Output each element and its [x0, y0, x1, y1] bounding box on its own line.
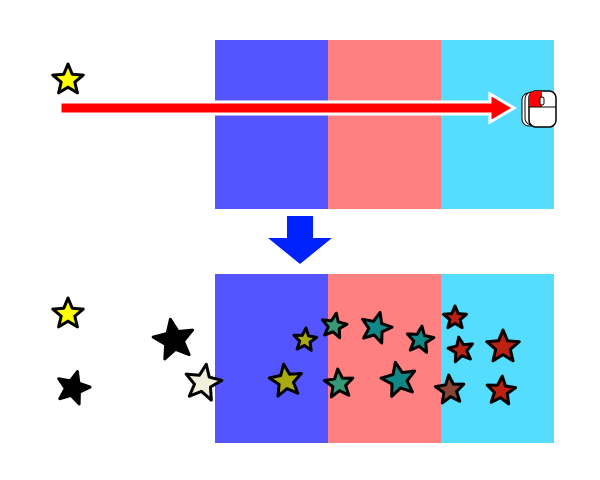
zone-red-bottom: [328, 274, 441, 443]
star-icon: [446, 335, 474, 364]
stars: [51, 62, 521, 406]
star-icon: [267, 362, 303, 398]
bottom-panel: [215, 274, 554, 443]
star-icon: [405, 324, 436, 354]
star-icon: [322, 367, 355, 399]
star-icon: [485, 374, 518, 406]
star-icon: [292, 326, 319, 352]
star-icon: [151, 317, 194, 361]
arrow-right-icon: [58, 91, 517, 125]
star-icon: [321, 311, 349, 340]
zone-red-top: [328, 40, 441, 209]
star-icon: [184, 362, 224, 402]
top-panel: [215, 40, 554, 209]
star-icon: [51, 62, 85, 95]
star-icon: [485, 328, 521, 363]
star-icon: [51, 296, 85, 329]
star-icon: [442, 304, 468, 330]
zone-blue-top: [215, 40, 328, 209]
arrow-down-icon: [268, 216, 332, 264]
star-icon: [379, 360, 417, 398]
star-icon: [361, 311, 394, 345]
star-icon: [433, 373, 466, 405]
zone-blue-bottom: [215, 274, 328, 443]
mouse-icon: [521, 90, 557, 128]
star-icon: [57, 370, 92, 406]
